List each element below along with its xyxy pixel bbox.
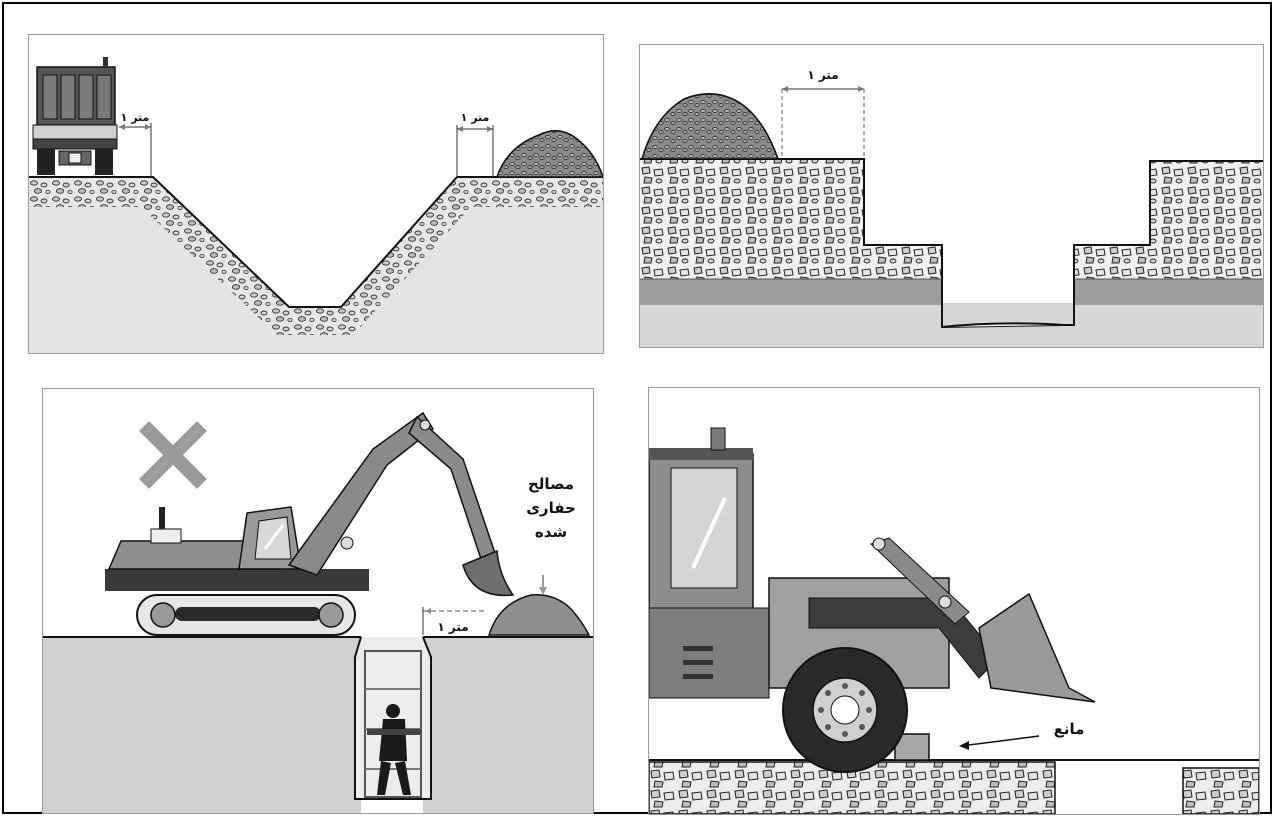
- wheel-loader: [649, 428, 1095, 772]
- trench-section-drawing: ۱ متر ۱ متر: [29, 35, 603, 353]
- distance-label: ۱ متر: [437, 620, 468, 634]
- loader-barrier-drawing: مانع: [649, 388, 1259, 814]
- spoil-label-line1: مصالح: [528, 475, 574, 493]
- trench-section-panel: ۱ متر ۱ متر: [28, 34, 604, 354]
- spoil-pile: [497, 131, 603, 177]
- cross-icon: [149, 431, 197, 479]
- stepped-excavation-panel: ۱ متر: [639, 44, 1264, 348]
- dump-truck: [33, 57, 117, 175]
- spoil-pile: [642, 94, 778, 159]
- distance-label-left: ۱ متر: [121, 111, 150, 124]
- stepped-excavation-drawing: ۱ متر: [640, 45, 1263, 347]
- loader-barrier-panel: مانع: [648, 387, 1260, 815]
- distance-label: ۱ متر: [807, 68, 838, 82]
- excavator-trench-drawing: مصالح حفاری شده ۱ متر: [43, 389, 593, 813]
- excavator-trench-panel: مصالح حفاری شده ۱ متر: [42, 388, 594, 814]
- barrier-label: مانع: [1054, 720, 1085, 738]
- distance-label-right: ۱ متر: [461, 111, 490, 124]
- spoil-label-line2: حفاری: [526, 499, 576, 517]
- spoil-label-line3: شده: [535, 523, 567, 541]
- spoil-pile: [489, 595, 589, 635]
